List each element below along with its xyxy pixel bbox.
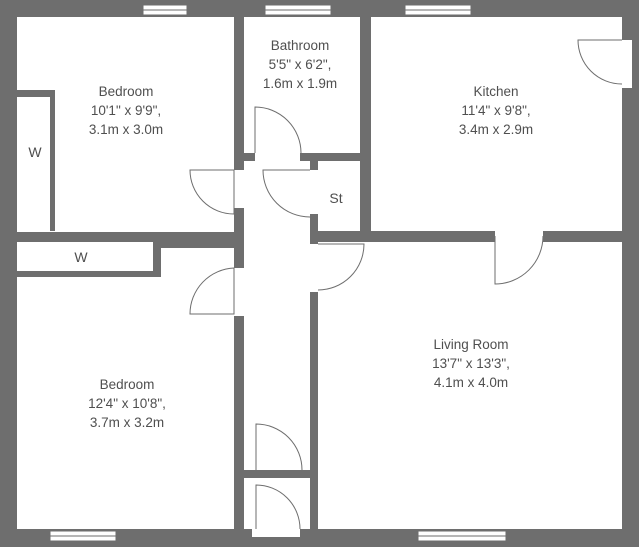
bedroom-1-dim-imperial: 10'1" x 9'9",	[91, 103, 161, 118]
window-kitchen	[404, 4, 472, 16]
door-kitchen-corner	[577, 39, 632, 88]
store-floor	[318, 161, 360, 231]
bathroom-dim-metric: 1.6m x 1.9m	[263, 76, 337, 91]
room-labels: Bedroom 10'1" x 9'9", 3.1m x 3.0m Bathro…	[28, 38, 533, 430]
living-room-dim-imperial: 13'7" x 13'3",	[432, 356, 510, 371]
bedroom-1-dim-metric: 3.1m x 3.0m	[89, 122, 163, 137]
store-name: St	[329, 190, 342, 206]
bedroom-2-dim-metric: 3.7m x 3.2m	[90, 415, 164, 430]
door-living-room	[310, 243, 365, 292]
bedroom-2-name: Bedroom	[100, 377, 155, 392]
kitchen-dim-metric: 3.4m x 2.9m	[459, 122, 533, 137]
kitchen-dim-imperial: 11'4" x 9'8",	[461, 103, 530, 118]
door-bathroom	[254, 106, 302, 161]
wardrobe-1-interior	[17, 97, 50, 231]
door-lobby	[255, 423, 303, 471]
bedroom-2-partition	[161, 242, 234, 248]
window-bedroom-1	[142, 4, 188, 16]
door-store	[262, 169, 318, 218]
door-entrance	[252, 484, 301, 537]
window-bathroom	[264, 4, 332, 16]
door-kitchen-living	[494, 231, 544, 285]
wardrobe-2-shelf-wall	[17, 271, 155, 277]
wardrobe-2-interior	[17, 242, 153, 271]
wardrobe-1-label: W	[28, 144, 42, 160]
partition-walls	[17, 90, 310, 478]
wardrobe-1-wall	[50, 97, 55, 231]
bedroom-1-wardrobe-top	[17, 90, 55, 97]
windows	[49, 4, 507, 542]
bathroom-name: Bathroom	[271, 38, 330, 53]
doors	[189, 39, 632, 537]
bedroom-1-name: Bedroom	[99, 84, 154, 99]
window-bedroom-2	[49, 530, 117, 542]
living-room-name: Living Room	[433, 337, 508, 352]
hallway-lobby-wall	[244, 470, 310, 478]
window-living-room	[417, 530, 507, 542]
door-bedroom-1	[189, 169, 244, 215]
bathroom-dim-imperial: 5'5" x 6'2",	[269, 57, 332, 72]
bedroom-2-dim-imperial: 12'4" x 10'8",	[88, 396, 166, 411]
wardrobe-2-label: W	[74, 249, 88, 265]
living-room-dim-metric: 4.1m x 4.0m	[434, 375, 508, 390]
kitchen-name: Kitchen	[473, 84, 518, 99]
wardrobes	[17, 97, 153, 271]
living-room-floor	[318, 242, 622, 529]
wardrobe-2-side-wall	[153, 242, 161, 277]
door-bedroom-2	[189, 267, 244, 316]
